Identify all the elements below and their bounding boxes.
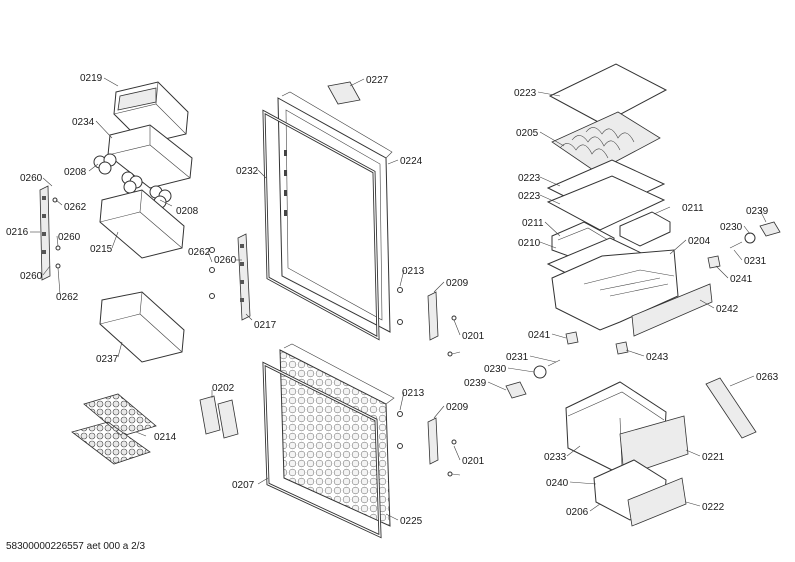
- handle-0209-lower: [427, 417, 439, 465]
- label-0217: 0217: [254, 320, 277, 331]
- label-0209: 0209: [446, 278, 469, 289]
- label-0239: 0239: [746, 206, 769, 217]
- label-0225: 0225: [400, 516, 423, 527]
- label-0216: 0216: [6, 227, 29, 238]
- label-0208: 0208: [64, 167, 87, 178]
- label-0231: 0231: [744, 256, 767, 267]
- label-0223: 0223: [518, 191, 541, 202]
- upper-door-0224: [277, 91, 393, 333]
- shelf-0215: [99, 189, 185, 259]
- label-0205: 0205: [516, 128, 539, 139]
- gasket-0207: [262, 361, 382, 539]
- hinge-parts-0202: [199, 395, 239, 439]
- label-0223: 0223: [514, 88, 537, 99]
- egg-tray-0214: [71, 393, 157, 465]
- label-0262: 0262: [56, 292, 79, 303]
- front-panel-0242: [631, 283, 713, 337]
- label-0231: 0231: [506, 352, 529, 363]
- label-0207: 0207: [232, 480, 255, 491]
- leader-lines: [30, 77, 767, 521]
- label-0230: 0230: [720, 222, 743, 233]
- label-0241: 0241: [730, 274, 753, 285]
- label-0260: 0260: [20, 173, 43, 184]
- label-0201: 0201: [462, 456, 485, 467]
- label-0260: 0260: [20, 271, 43, 282]
- label-0204: 0204: [688, 236, 711, 247]
- label-0262: 0262: [64, 202, 87, 213]
- label-0242: 0242: [716, 304, 739, 315]
- label-0260: 0260: [58, 232, 81, 243]
- label-0201: 0201: [462, 331, 485, 342]
- tray-0211-right: [619, 211, 671, 247]
- label-0211: 0211: [522, 218, 544, 229]
- label-0224: 0224: [400, 156, 423, 167]
- label-0263: 0263: [756, 372, 779, 383]
- clips-0241-0243: [565, 255, 721, 355]
- label-0234: 0234: [72, 117, 95, 128]
- roller-0230-0231-0239-upper: [729, 221, 781, 249]
- door-rail-0217: [209, 233, 251, 321]
- label-0206: 0206: [566, 507, 589, 518]
- gasket-0232: [262, 109, 380, 341]
- label-0240: 0240: [546, 478, 569, 489]
- label-0213: 0213: [402, 388, 425, 399]
- drawer-front-0222: [627, 477, 687, 527]
- label-0214: 0214: [154, 432, 177, 443]
- label-0221: 0221: [702, 452, 725, 463]
- screws-0213: [397, 287, 403, 449]
- label-0219: 0219: [80, 73, 103, 84]
- screws-0201: [447, 315, 457, 477]
- lower-door-0225: [279, 343, 395, 527]
- shelf-0219: [113, 81, 189, 145]
- label-0260: 0260: [214, 255, 237, 266]
- label-0202: 0202: [212, 383, 235, 394]
- label-0215: 0215: [90, 244, 113, 255]
- divider-0263: [705, 377, 757, 439]
- label-0210: 0210: [518, 238, 541, 249]
- label-0241: 0241: [528, 330, 551, 341]
- label-0213: 0213: [402, 266, 425, 277]
- label-0222: 0222: [702, 502, 725, 513]
- label-0208: 0208: [176, 206, 199, 217]
- label-0237: 0237: [96, 354, 119, 365]
- label-0262: 0262: [188, 247, 211, 258]
- document-reference: 58300000226557 aet 000 a 2/3: [6, 541, 146, 552]
- handle-0209-upper: [427, 291, 439, 341]
- label-0211: 0211: [682, 203, 704, 214]
- label-0239: 0239: [464, 378, 487, 389]
- label-panel-0227: [327, 81, 361, 105]
- drawer-front-0221: [619, 415, 689, 477]
- roller-0230-0231-0239-lower: [505, 359, 561, 399]
- label-0232: 0232: [236, 166, 259, 177]
- glass-shelf-0223-low: [546, 175, 666, 231]
- part-labels: 0219 0234 0208 0208 0260 0262 0216 0260 …: [6, 73, 779, 527]
- egg-holders-0208: [93, 153, 172, 209]
- wine-rack-0205: [551, 111, 661, 173]
- label-0223: 0223: [518, 173, 541, 184]
- label-0230: 0230: [484, 364, 507, 375]
- label-0227: 0227: [366, 75, 389, 86]
- glass-shelf-0223-top: [548, 63, 668, 125]
- label-0233: 0233: [544, 452, 567, 463]
- shelf-0237: [99, 291, 185, 363]
- label-0243: 0243: [646, 352, 669, 363]
- hinge-rail-0216: [39, 185, 61, 281]
- label-0209: 0209: [446, 402, 469, 413]
